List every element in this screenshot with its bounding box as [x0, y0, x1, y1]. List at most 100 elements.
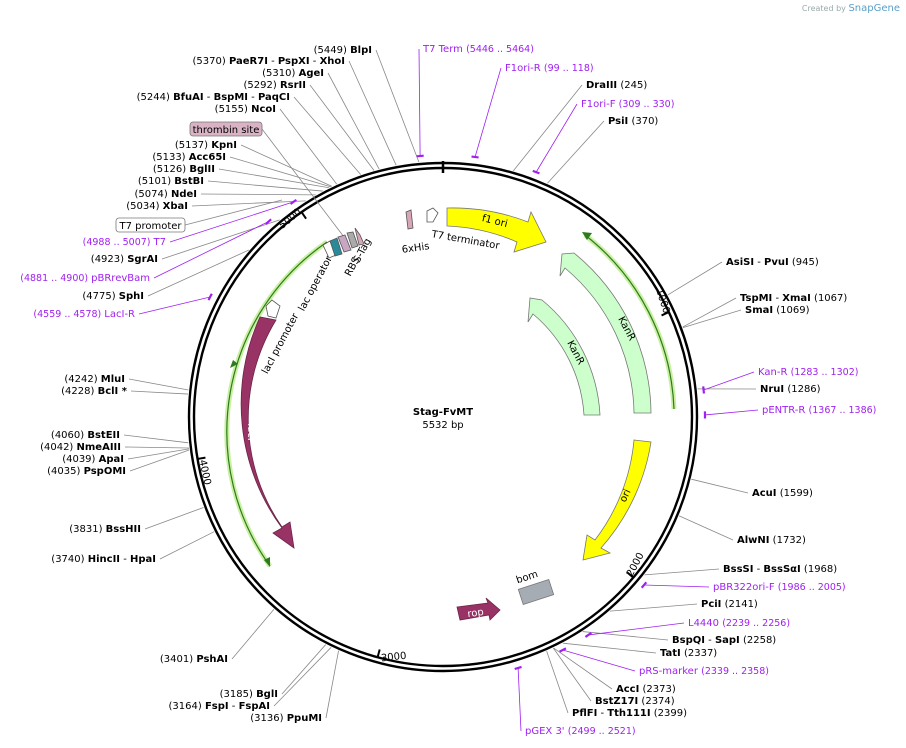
primer-site[interactable]: T7 Term (5446 .. 5464): [422, 44, 534, 55]
enzyme-site[interactable]: AccI (2373): [616, 684, 676, 695]
enzyme-site[interactable]: NruI (1286): [760, 384, 821, 395]
enzyme-site[interactable]: PciI (2141): [701, 599, 758, 610]
enzyme-name: SapI: [715, 635, 740, 646]
primer-leader: [169, 201, 294, 243]
enzyme-site[interactable]: (3136) PpuMI: [250, 713, 322, 724]
separator: -: [204, 92, 214, 103]
enzyme-site[interactable]: (3740) HincII - HpaI: [51, 554, 156, 565]
primer-site[interactable]: F1ori-F (309 .. 330): [581, 99, 674, 110]
primer-leader: [704, 409, 759, 416]
primer-site[interactable]: pENTR-R (1367 .. 1386): [762, 405, 876, 416]
credit-prefix: Created by: [801, 4, 846, 13]
enzyme-site[interactable]: BssSI - BssSαI (1968): [723, 564, 837, 575]
primer-binding-mark: [584, 632, 592, 638]
primer-site[interactable]: (4881 .. 4900) pBRrevBam: [20, 273, 150, 284]
enzyme-name: PflFI: [572, 708, 597, 719]
enzyme-site[interactable]: PsiI (370): [608, 116, 658, 127]
enzyme-site[interactable]: (5137) KpnI: [175, 140, 237, 151]
primer-site[interactable]: pRS-marker (2339 .. 2358): [639, 666, 769, 677]
primer-name: F1ori-F: [581, 99, 619, 110]
enzyme-position: (5155): [215, 104, 251, 115]
enzyme-position: (4242): [64, 374, 100, 385]
enzyme-site[interactable]: BspQI - SapI (2258): [672, 635, 776, 646]
enzyme-position: (2258): [740, 635, 777, 646]
tick-label-4000: 4000: [196, 459, 212, 486]
enzyme-site[interactable]: (4035) PspOMI: [47, 466, 126, 477]
enzyme-site[interactable]: TatI (2337): [660, 648, 717, 659]
enzyme-name: BssSαI: [763, 564, 800, 575]
site-labels: (5449) BlpI(5370) PaeR7I - PspXI - XhoI(…: [20, 44, 876, 737]
enzyme-site[interactable]: DraIII (245): [586, 80, 647, 91]
enzyme-site[interactable]: (5370) PaeR7I - PspXI - XhoI: [193, 56, 345, 67]
enzyme-site[interactable]: (4039) ApaI: [62, 454, 124, 465]
enzyme-site[interactable]: (3185) BglI: [220, 689, 278, 700]
enzyme-site[interactable]: (5449) BlpI: [314, 45, 372, 56]
enzyme-position: (5074): [135, 189, 171, 200]
primer-site[interactable]: Kan-R (1283 .. 1302): [758, 367, 858, 378]
enzyme-site[interactable]: (5244) BfuAI - BspMI - PaqCI: [137, 92, 290, 103]
enzyme-site[interactable]: PflFI - Tth111I (2399): [572, 708, 687, 719]
rbs-mark: [329, 237, 343, 257]
t7-promoter-label[interactable]: T7 promoter: [118, 221, 182, 232]
enzyme-position: (1069): [773, 305, 810, 316]
leader-acui: [691, 478, 749, 494]
enzyme-name: NmeAIII: [77, 442, 121, 453]
enzyme-name: NruI: [760, 384, 784, 395]
primer-site[interactable]: (4559 .. 4578) LacI-R: [33, 309, 135, 320]
enzyme-site[interactable]: (5101) BstBI: [138, 176, 204, 187]
enzyme-site[interactable]: AcuI (1599): [752, 488, 813, 499]
enzyme-position: (5034): [126, 201, 162, 212]
enzyme-site[interactable]: (5310) AgeI: [262, 68, 324, 79]
enzyme-name: AgeI: [299, 68, 324, 79]
leader-ppumi: [325, 650, 339, 719]
enzyme-site[interactable]: (4923) SgrAI: [91, 254, 158, 265]
enzyme-site[interactable]: (4775) SphI: [82, 291, 144, 302]
enzyme-site[interactable]: SmaI (1069): [745, 305, 810, 316]
tick-label-5000: 5000: [277, 207, 304, 232]
separator: -: [120, 554, 130, 565]
enzyme-site[interactable]: (4060) BstEII: [51, 430, 120, 441]
primer-range: (4559 .. 4578): [33, 309, 104, 320]
primer-site[interactable]: pGEX 3' (2499 .. 2521): [525, 726, 636, 737]
separator: -: [229, 701, 239, 712]
tick-3000: [376, 649, 381, 658]
enzyme-site[interactable]: (5126) BglII: [153, 164, 215, 175]
enzyme-site[interactable]: (3164) FspI - FspAI: [169, 701, 270, 712]
enzyme-site[interactable]: (4242) MluI: [64, 374, 125, 385]
enzyme-position: (5101): [138, 176, 174, 187]
primer-site[interactable]: L4440 (2239 .. 2256): [688, 618, 790, 629]
primer-site[interactable]: F1ori-R (99 .. 118): [505, 63, 594, 74]
tick-label-1000: 1000: [653, 287, 671, 315]
enzyme-site[interactable]: (5155) NcoI: [215, 104, 276, 115]
enzyme-site[interactable]: (5133) Acc65I: [152, 152, 226, 163]
enzyme-site[interactable]: (3401) PshAI: [160, 654, 228, 665]
enzyme-site[interactable]: (5292) RsrII: [244, 80, 306, 91]
primer-range: (2239 .. 2256): [722, 618, 790, 629]
lacI-region-arrowhead-2: [264, 557, 270, 567]
leader-blpi: [375, 49, 420, 163]
enzyme-site[interactable]: BstZ17I (2374): [595, 696, 675, 707]
leader-sgrai: [161, 219, 280, 260]
primer-leader: [138, 296, 211, 315]
enzyme-site[interactable]: (4228) BclI *: [61, 386, 128, 397]
thrombin-site-label[interactable]: thrombin site: [193, 125, 260, 136]
enzyme-site[interactable]: AsiSI - PvuI (945): [726, 257, 819, 268]
enzyme-site[interactable]: (4042) NmeAIII: [40, 442, 121, 453]
primer-site[interactable]: pBR322ori-F (1986 .. 2005): [713, 582, 846, 593]
enzyme-position: (2399): [651, 708, 688, 719]
bom-box: [517, 578, 555, 606]
enzyme-name: BstEII: [87, 430, 120, 441]
enzyme-site[interactable]: (5074) NdeI: [135, 189, 197, 200]
enzyme-site[interactable]: (3831) BssHII: [69, 524, 141, 535]
primer-name: pBRrevBam: [91, 273, 150, 284]
leader-tspmi: [682, 297, 737, 328]
enzyme-site[interactable]: (5034) XbaI: [126, 201, 188, 212]
enzyme-site[interactable]: TspMI - XmaI (1067): [740, 293, 847, 304]
enzyme-site[interactable]: AlwNI (1732): [737, 535, 806, 546]
leader-pcii: [609, 603, 698, 612]
t7-terminator-mark: [426, 207, 439, 223]
primer-site[interactable]: (4988 .. 5007) T7: [83, 237, 166, 248]
leader-pspomi: [129, 449, 190, 472]
leader-bfuai: [293, 96, 362, 175]
enzyme-position: (1286): [784, 384, 821, 395]
